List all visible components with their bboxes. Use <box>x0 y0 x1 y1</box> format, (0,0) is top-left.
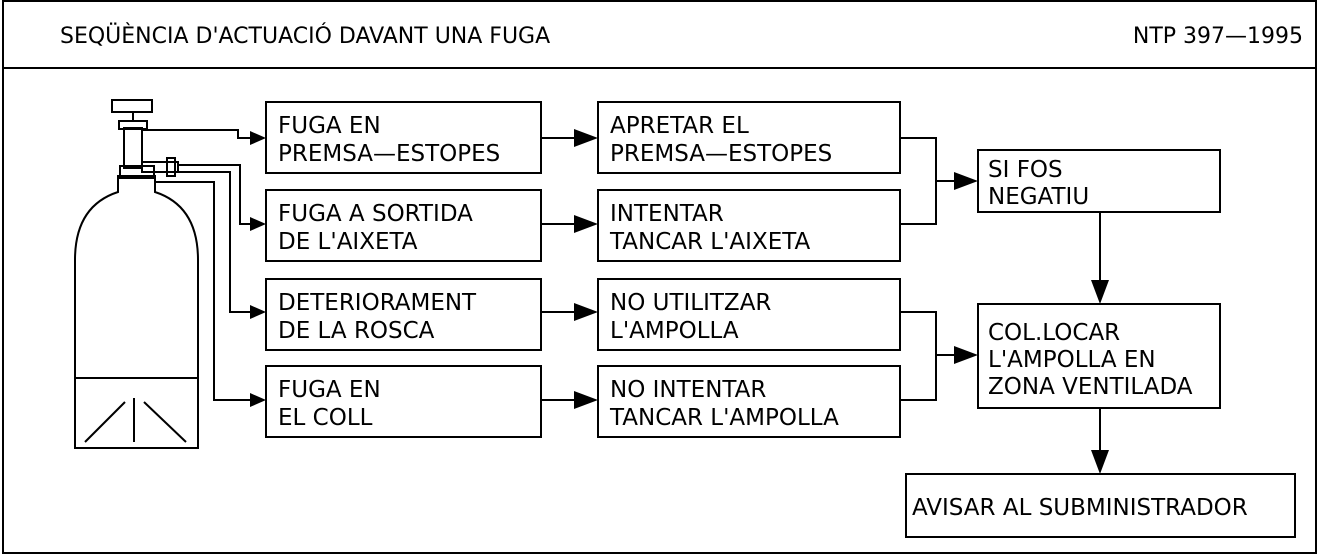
svg-text:DE L'AIXETA: DE L'AIXETA <box>278 229 418 255</box>
svg-text:NO UTILITZAR: NO UTILITZAR <box>610 290 771 316</box>
svg-text:L'AMPOLLA: L'AMPOLLA <box>610 318 739 344</box>
svg-text:TANCAR L'AIXETA: TANCAR L'AIXETA <box>609 229 810 255</box>
svg-text:INTENTAR: INTENTAR <box>610 201 724 227</box>
svg-text:TANCAR L'AMPOLLA: TANCAR L'AMPOLLA <box>609 405 839 431</box>
svg-text:DE LA ROSCA: DE LA ROSCA <box>278 318 435 344</box>
box-if-negative: SI FOS NEGATIU <box>977 149 1221 213</box>
svg-text:COL.LOCAR: COL.LOCAR <box>988 320 1120 346</box>
header-title: SEQÜÈNCIA D'ACTUACIÓ DAVANT UNA FUGA <box>60 23 550 49</box>
svg-text:PREMSA—ESTOPES: PREMSA—ESTOPES <box>278 141 500 167</box>
box-dont-use: NO UTILITZAR L'AMPOLLA <box>597 278 901 351</box>
svg-text:PREMSA—ESTOPES: PREMSA—ESTOPES <box>610 141 832 167</box>
box-leak-outlet: FUGA A SORTIDA DE L'AIXETA <box>265 189 542 262</box>
svg-text:FUGA A SORTIDA: FUGA A SORTIDA <box>278 201 473 227</box>
box-leak-neck: FUGA EN EL COLL <box>265 365 542 438</box>
box-dont-close: NO INTENTAR TANCAR L'AMPOLLA <box>597 365 901 438</box>
svg-text:AVISAR AL SUBMINISTRADOR: AVISAR AL SUBMINISTRADOR <box>912 495 1248 521</box>
gas-cylinder-icon <box>74 99 199 449</box>
box-leak-gland: FUGA EN PREMSA—ESTOPES <box>265 101 542 174</box>
box-tighten-gland: APRETAR EL PREMSA—ESTOPES <box>597 101 901 174</box>
svg-text:DETERIORAMENT: DETERIORAMENT <box>278 290 477 316</box>
box-thread-damage: DETERIORAMENT DE LA ROSCA <box>265 278 542 351</box>
svg-text:ZONA VENTILADA: ZONA VENTILADA <box>988 374 1193 400</box>
col1-to-col2-arrows <box>541 129 598 409</box>
svg-text:FUGA EN: FUGA EN <box>278 113 381 139</box>
header-code: NTP 397—1995 <box>1133 24 1303 49</box>
merge-connectors <box>900 137 978 401</box>
cylinder-connectors <box>142 129 266 407</box>
svg-text:APRETAR EL: APRETAR EL <box>610 113 749 139</box>
vertical-arrow-2 <box>1091 408 1109 474</box>
svg-text:NEGATIU: NEGATIU <box>988 184 1089 210</box>
svg-text:FUGA EN: FUGA EN <box>278 377 381 403</box>
box-close-valve: INTENTAR TANCAR L'AIXETA <box>597 189 901 262</box>
box-notify-supplier: AVISAR AL SUBMINISTRADOR <box>905 473 1296 538</box>
svg-text:L'AMPOLLA EN: L'AMPOLLA EN <box>988 347 1156 373</box>
box-ventilate: COL.LOCAR L'AMPOLLA EN ZONA VENTILADA <box>977 303 1221 409</box>
svg-text:EL COLL: EL COLL <box>278 405 373 431</box>
svg-text:SI FOS: SI FOS <box>988 157 1063 183</box>
vertical-arrow-1 <box>1091 212 1109 304</box>
svg-text:NO INTENTAR: NO INTENTAR <box>610 377 766 403</box>
